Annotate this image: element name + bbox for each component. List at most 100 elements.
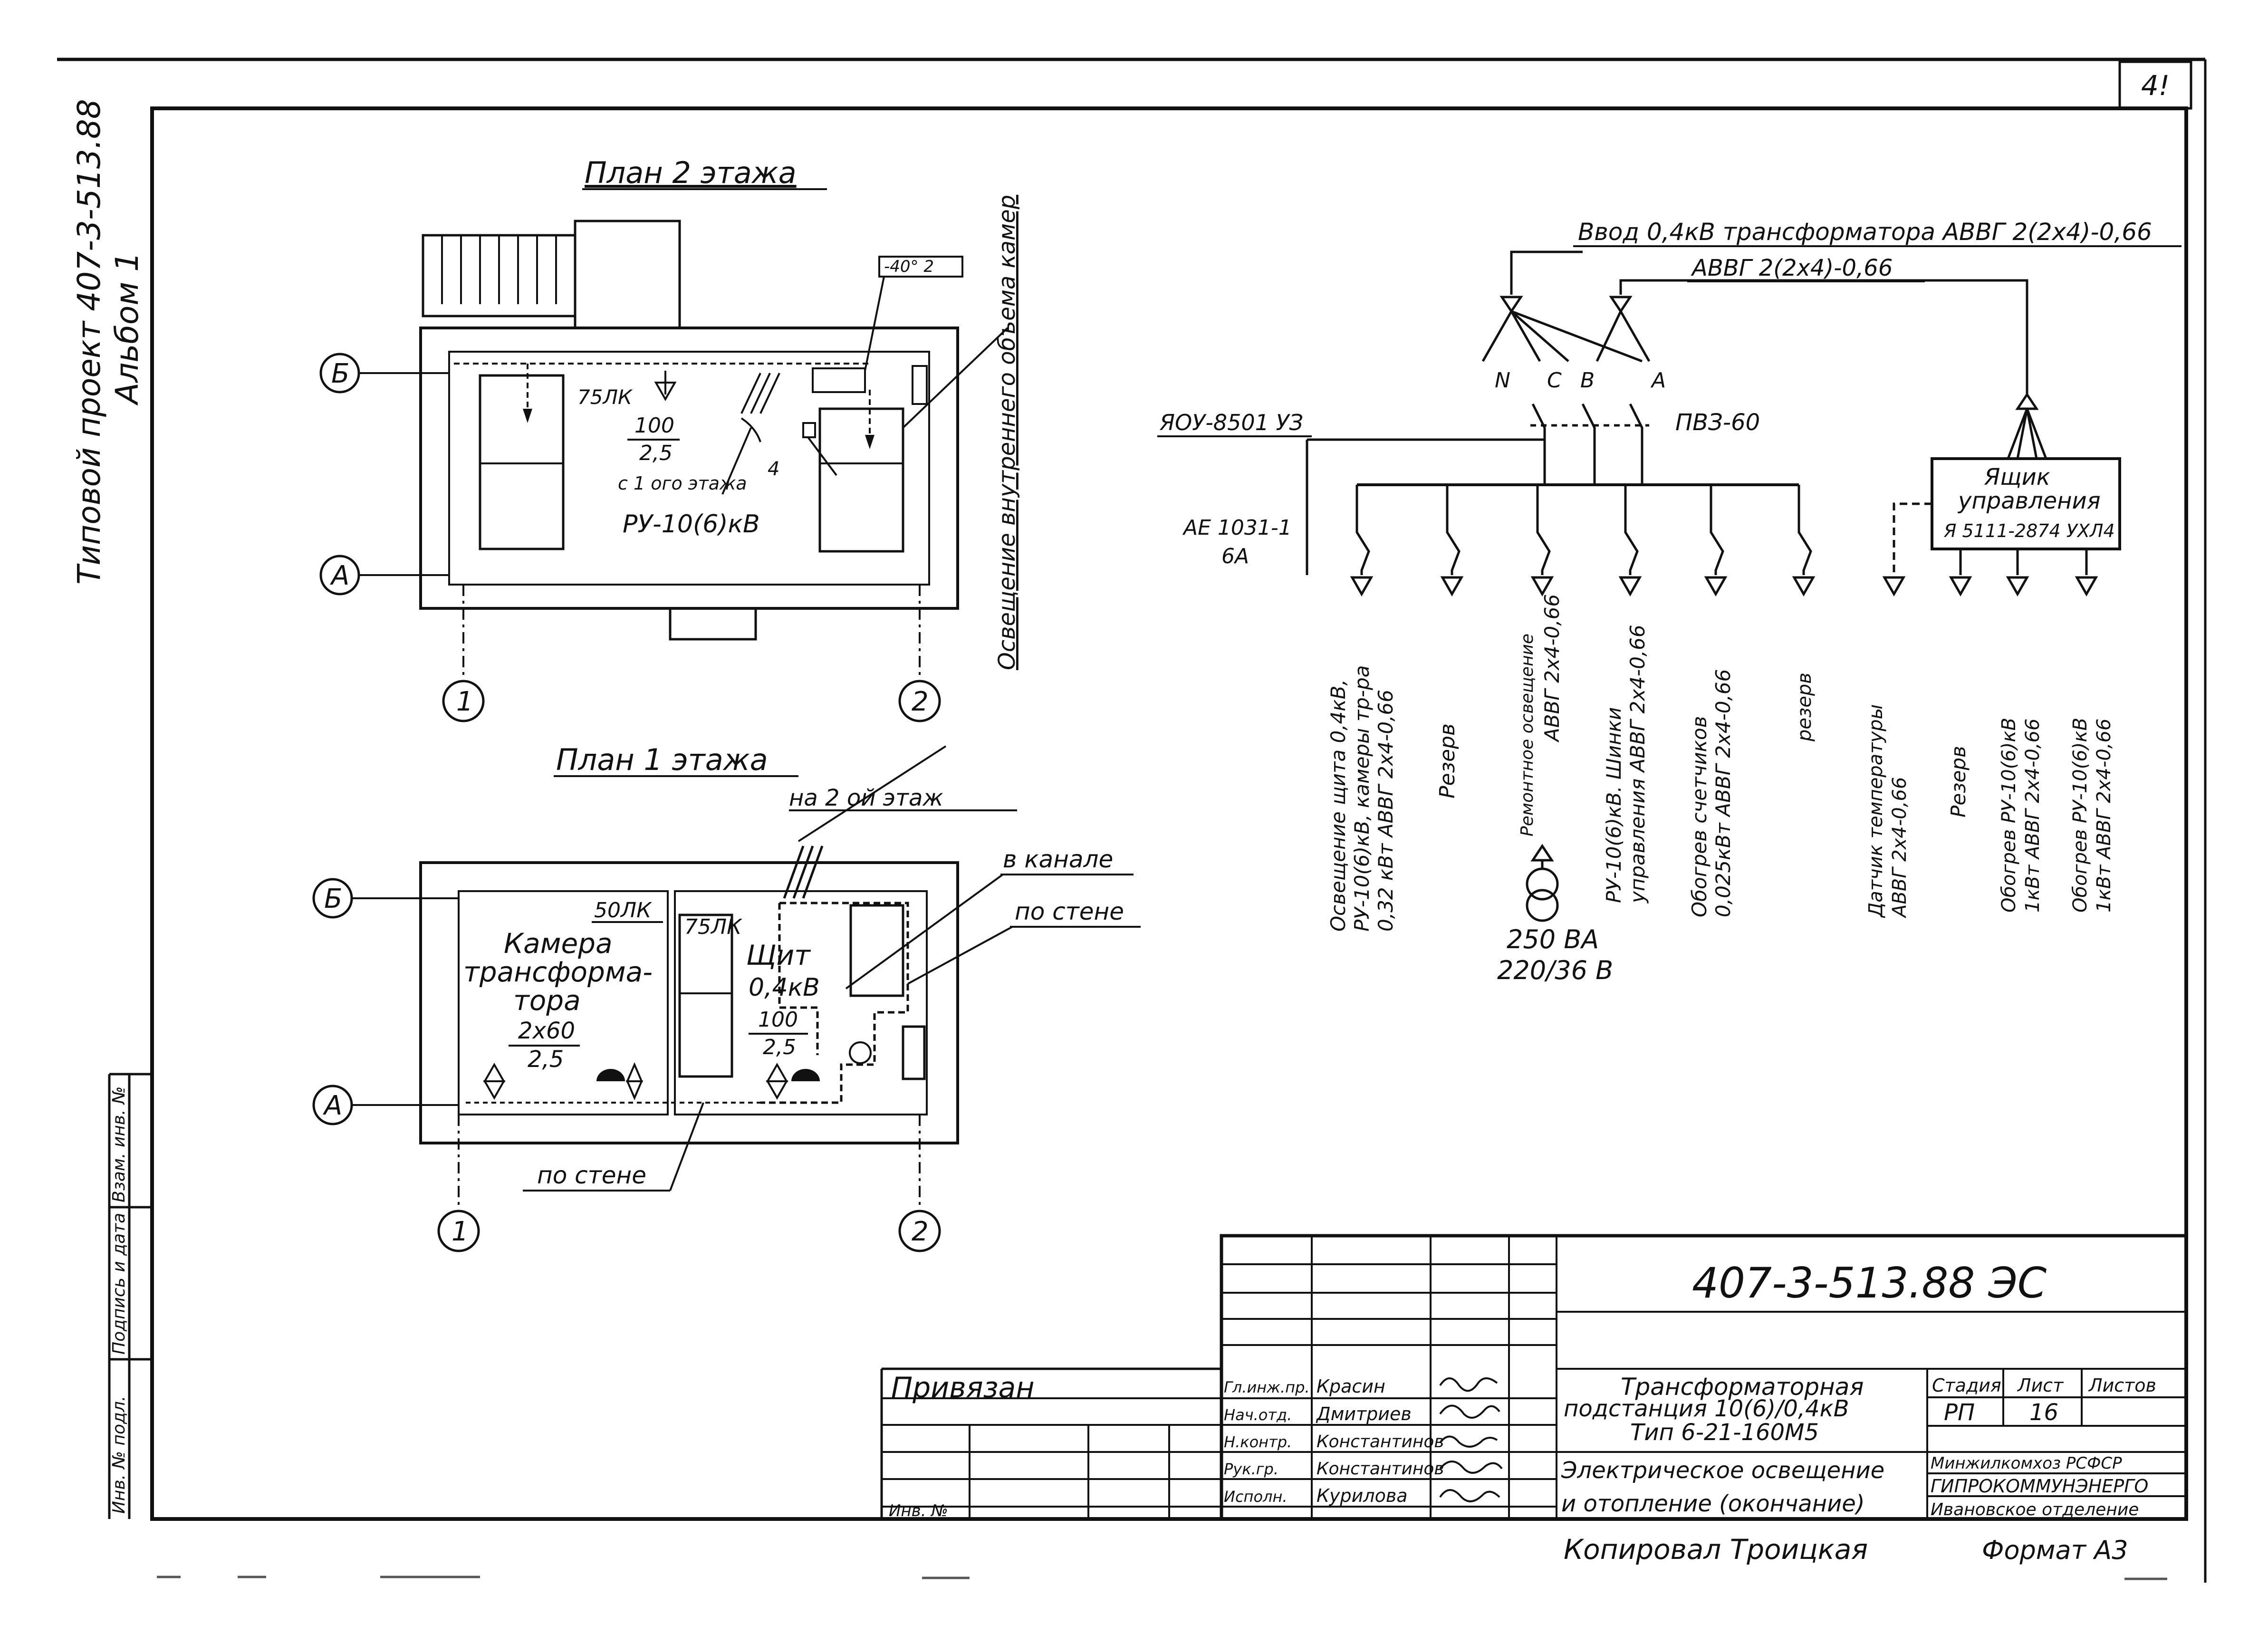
plan1-lamp-left: 50ЛК (594, 898, 652, 923)
plan1-chamber-line-1: Камера (504, 927, 613, 960)
sheet-header: Лист (2017, 1375, 2064, 1396)
title-block (880, 1234, 2188, 1521)
feeder-5-line-2: 0,025кВт АВВГ 2х4-0,66 (1711, 669, 1735, 917)
plan1-axis-b: Б (324, 884, 342, 914)
plan1-on-wall-right: по стене (1015, 898, 1124, 925)
stair-treads (441, 235, 557, 304)
plan2-fraction-top: 100 (634, 413, 674, 438)
plan1-shield-line-1: Щит (746, 939, 811, 971)
person-role-4: Рук.гр. (1224, 1460, 1278, 1478)
feeder-1-line-3: 0,32 кВт АВВГ 2х4-0,66 (1374, 690, 1397, 932)
object-title-2: подстанция 10(6)/0,4кВ (1564, 1395, 1849, 1422)
sheet-title-2: и отопление (окончание) (1561, 1490, 1865, 1517)
phase-n: N (1495, 368, 1510, 393)
feeder-5-line-1: Обогрев счетчиков (1688, 716, 1711, 917)
sheet-value: 16 (2029, 1399, 2058, 1426)
control-box-line-2: управления (1957, 488, 2101, 514)
plan-2nd-floor: План 2 этажа 75ЛК 100 (319, 155, 1020, 722)
plan1-shield-frac-bottom: 2,5 (763, 1035, 796, 1059)
feeder-7-line-1: Датчик температуры (1865, 704, 1887, 918)
object-title-3: Тип 6-21-160М5 (1630, 1419, 1819, 1446)
plan1-lamp-right: 75ЛК (684, 915, 742, 939)
phase-c: C (1547, 368, 1562, 393)
plan2-from-floor: с 1 ого этажа (618, 473, 747, 494)
control-box-line-3: Я 5111-2874 УХЛ4 (1943, 520, 2115, 541)
feeder-1-line-2: РУ-10(6)кВ, камеры тр-ра (1350, 665, 1374, 932)
inv-no-label: Инв. № (889, 1501, 948, 1520)
plan1-chamber-line-3: тора (513, 984, 581, 1017)
feeder-4-line-2: управления АВВГ 2х4-0,66 (1626, 625, 1649, 904)
transformer-label-2: 220/36 В (1497, 955, 1613, 985)
stamp-vzam-inv: Взам. инв. № (109, 1086, 129, 1202)
plan1-axis-a: А (323, 1090, 342, 1121)
sheet-number: 4! (2141, 69, 2170, 102)
feeder-6-line-1: резерв (1794, 673, 1816, 742)
plan2-axis-2: 2 (912, 686, 929, 717)
feeder-4-line-1: РУ-10(6)кВ. Шинки (1602, 707, 1625, 903)
album-caption: Альбом 1 (109, 252, 145, 406)
bus-feeders (1350, 485, 1816, 597)
person-name-5: Курилова (1317, 1485, 1408, 1506)
person-role-5: Исполн. (1224, 1488, 1288, 1506)
plan-1st-floor: План 1 этажа на 2 ой этаж в канале (312, 742, 1141, 1252)
feeder-10-line-1: Обогрев РУ-10(6)кВ (2069, 718, 2091, 913)
cable-under: АВВГ 2(2х4)-0,66 (1691, 255, 1893, 281)
paper-format: Формат А3 (1982, 1535, 2128, 1565)
person-name-2: Дмитриев (1316, 1403, 1412, 1424)
plan1-axis-1: 1 (452, 1216, 469, 1247)
object-title-1: Трансформаторная (1621, 1373, 1864, 1401)
input-title: Ввод 0,4кВ трансформатора АВВГ 2(2х4)-0,… (1578, 218, 2152, 246)
sheets-header: Листов (2088, 1375, 2156, 1396)
plan1-in-channel: в канале (1003, 846, 1113, 873)
feeder-9-line-2: 1кВт АВВГ 2х4-0,66 (2022, 719, 2044, 913)
plan1-chamber-frac-top: 2х60 (518, 1018, 575, 1044)
person-name-1: Красин (1317, 1376, 1385, 1397)
feeder-8-line-1: Резерв (1947, 746, 1970, 817)
stamp-signature-date: Подпись и дата (109, 1213, 129, 1355)
person-role-2: Нач.отд. (1224, 1406, 1292, 1424)
privyazan-label: Привязан (891, 1371, 1035, 1404)
person-role-1: Гл.инж.пр. (1224, 1378, 1310, 1396)
side-caption: Типовой проект 407-3-513.88 Альбом 1 (71, 99, 145, 585)
plan1-axis-2: 2 (912, 1216, 929, 1247)
left-stamp: Инв. № подл. Подпись и дата Взам. инв. № (108, 1073, 152, 1519)
scan-marks (157, 1576, 2167, 1580)
phase-a: А (1650, 368, 1666, 393)
transformer-label-1: 250 ВА (1507, 924, 1599, 954)
plan2-vertical-note: Освещение внутреннего объема камер (994, 195, 1020, 670)
plan2-fraction-bottom: 2,5 (639, 441, 673, 465)
plan1-chamber-frac-bottom: 2,5 (528, 1046, 564, 1073)
breaker-model-1: АЕ 1031-1 (1182, 516, 1292, 540)
project-caption: Типовой проект 407-3-513.88 (71, 99, 107, 585)
feeder-10-line-2: 1кВт АВВГ 2х4-0,66 (2093, 719, 2115, 913)
feeder-1-line-1: Освещение щита 0,4кВ, (1326, 679, 1350, 932)
control-box-line-1: Ящик (1984, 464, 2050, 490)
org-line-3: Ивановское отделение (1931, 1500, 2139, 1519)
plan2-title: План 2 этажа (585, 155, 797, 190)
org-line-2: ГИПРОКОММУНЭНЕРГО (1931, 1476, 2148, 1497)
drawing-code: 407-3-513.88 ЭС (1692, 1259, 2047, 1307)
plan2-room-label: РУ-10(6)кВ (623, 510, 760, 538)
plan2-number-4: 4 (768, 458, 779, 480)
plan2-axis-a: А (330, 560, 349, 591)
feeder-3-line-2: АВВГ 2х4-0,66 (1540, 594, 1564, 743)
plan2-tag-box: -40° 2 (884, 257, 934, 276)
box-model: ЯОУ-8501 УЗ (1159, 410, 1303, 435)
copied-by: Копировал Троицкая (1564, 1533, 1868, 1566)
stamp-inv-podl: Инв. № подл. (109, 1396, 129, 1514)
plan2-axis-1: 1 (456, 686, 473, 717)
plan2-axis-b: Б (331, 358, 349, 389)
switch-model: ПВЗ-60 (1675, 409, 1760, 436)
plan1-on-wall-bottom: по стене (537, 1162, 646, 1189)
plan1-title: План 1 этажа (556, 742, 768, 777)
single-line-schematic: Ввод 0,4кВ трансформатора АВВГ 2(2х4)-0,… (1157, 218, 2182, 985)
plan1-fixtures (483, 1062, 820, 1101)
feeder-3-line-1: Ремонтное освещение (1518, 634, 1537, 836)
plan1-to-second: на 2 ой этаж (789, 785, 943, 811)
person-name-4: Константинов (1317, 1459, 1444, 1479)
person-role-3: Н.контр. (1224, 1433, 1292, 1451)
plan1-shield-frac-top: 100 (758, 1008, 798, 1032)
feeder-7-line-2: АВВГ 2х4-0,66 (1889, 777, 1911, 919)
